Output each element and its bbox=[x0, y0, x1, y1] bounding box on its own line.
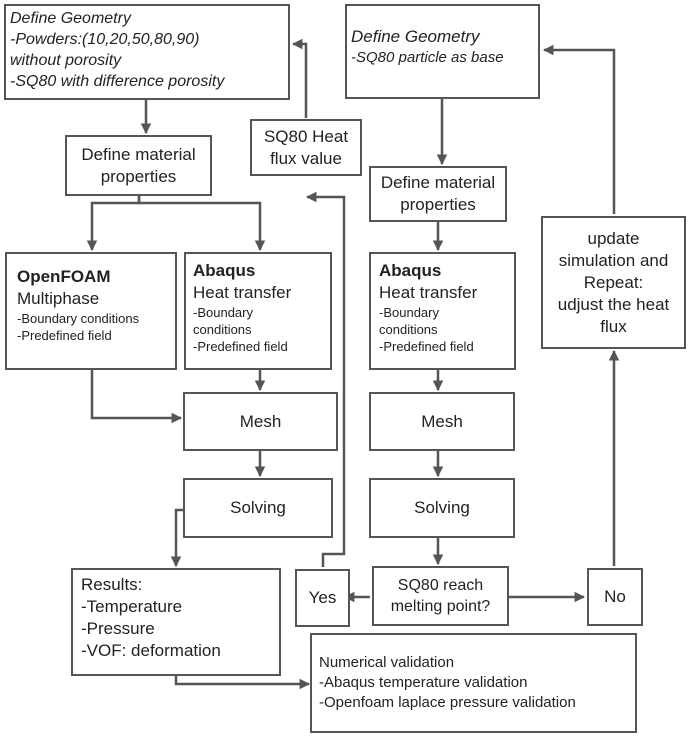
abaqus-left-box: Abaqus Heat transfer -Boundary condition… bbox=[184, 252, 332, 370]
decision-line1: SQ80 reach bbox=[397, 577, 484, 594]
no-label: No bbox=[604, 587, 626, 606]
arrow-material-to-abaqus-left bbox=[137, 196, 266, 252]
solving-left-box: Solving bbox=[183, 478, 333, 538]
abaqus-right-box: Abaqus Heat transfer -Boundary condition… bbox=[369, 252, 516, 370]
openfoam-title: OpenFOAM bbox=[17, 267, 111, 286]
no-box: No bbox=[587, 568, 643, 626]
arrow-openfoam-to-mesh-left bbox=[90, 370, 183, 424]
update-line2: simulation and bbox=[558, 250, 669, 270]
right-material-box: Define material properties bbox=[369, 166, 507, 222]
mesh-left-label: Mesh bbox=[239, 411, 282, 431]
validation-title: Numerical validation bbox=[319, 654, 455, 671]
update-line1: update bbox=[587, 228, 640, 248]
abaqus-left-subtitle: Heat transfer bbox=[193, 283, 292, 302]
right-material-line1: Define material bbox=[380, 173, 496, 192]
validation-line1: -Abaqus temperature validation bbox=[319, 674, 528, 691]
openfoam-subtitle: Multiphase bbox=[17, 289, 100, 308]
heat-flux-box: SQ80 Heat flux value bbox=[250, 119, 362, 176]
openfoam-box: OpenFOAM Multiphase -Boundary conditions… bbox=[5, 252, 177, 370]
solving-right-label: Solving bbox=[414, 498, 470, 517]
abaqus-right-line3: -Predefined field bbox=[379, 339, 474, 354]
left-material-line1: Define material bbox=[81, 144, 196, 164]
left-geometry-line2: without porosity bbox=[10, 52, 122, 69]
results-title: Results: bbox=[81, 575, 143, 594]
left-geometry-title: Define Geometry bbox=[10, 10, 131, 27]
left-geometry-line3: -SQ80 with difference porosity bbox=[10, 73, 225, 90]
update-line4: udjust the heat bbox=[557, 294, 670, 314]
arrow-solving-left-to-results bbox=[170, 508, 184, 568]
update-simulation-box: update simulation and Repeat: udjust the… bbox=[541, 216, 686, 349]
arrow-update-to-right-geometry bbox=[542, 44, 616, 214]
arrow-material-to-openfoam bbox=[86, 196, 141, 252]
right-geometry-title: Define Geometry bbox=[351, 27, 480, 46]
yes-box: Yes bbox=[295, 569, 350, 627]
solving-left-label: Solving bbox=[230, 498, 286, 517]
decision-box: SQ80 reach melting point? bbox=[372, 566, 509, 626]
left-material-box: Define material properties bbox=[65, 135, 212, 196]
left-geometry-line1: -Powders:(10,20,50,80,90) bbox=[10, 31, 200, 48]
abaqus-right-subtitle: Heat transfer bbox=[379, 283, 478, 302]
abaqus-right-line1: -Boundary bbox=[379, 305, 439, 320]
solving-right-box: Solving bbox=[369, 478, 515, 538]
yes-label: Yes bbox=[308, 588, 337, 607]
arrow-heat-flux-to-left-geometry bbox=[291, 38, 308, 118]
abaqus-left-line2: conditions bbox=[193, 322, 252, 337]
openfoam-line1: -Boundary conditions bbox=[17, 311, 140, 326]
openfoam-line2: -Predefined field bbox=[17, 328, 112, 343]
heat-flux-line1: SQ80 Heat bbox=[263, 126, 349, 146]
validation-box: Numerical validation -Abaqus temperature… bbox=[310, 633, 637, 733]
results-line2: -Pressure bbox=[81, 619, 155, 638]
validation-line2: -Openfoam laplace pressure validation bbox=[319, 694, 576, 711]
abaqus-left-line3: -Predefined field bbox=[193, 339, 288, 354]
heat-flux-line2: flux value bbox=[270, 148, 342, 168]
arrow-results-to-validation bbox=[174, 676, 311, 690]
results-line3: -VOF: deformation bbox=[81, 641, 221, 660]
mesh-left-box: Mesh bbox=[183, 392, 338, 451]
left-define-geometry-box: Define Geometry -Powders:(10,20,50,80,90… bbox=[4, 4, 290, 100]
decision-line2: melting point? bbox=[390, 598, 491, 615]
results-line1: -Temperature bbox=[81, 597, 183, 616]
abaqus-left-title: Abaqus bbox=[193, 261, 256, 280]
abaqus-right-line2: conditions bbox=[379, 322, 438, 337]
abaqus-right-title: Abaqus bbox=[379, 261, 442, 280]
update-line3: Repeat: bbox=[583, 272, 644, 292]
mesh-right-label: Mesh bbox=[421, 411, 463, 431]
right-geometry-line1: -SQ80 particle as base bbox=[351, 49, 504, 66]
arrow-yes-to-heat-flux bbox=[305, 191, 346, 567]
results-box: Results: -Temperature -Pressure -VOF: de… bbox=[71, 568, 281, 676]
right-define-geometry-box: Define Geometry -SQ80 particle as base bbox=[345, 4, 540, 99]
update-line5: flux bbox=[600, 316, 627, 336]
right-material-line2: properties bbox=[400, 195, 476, 214]
left-material-line2: properties bbox=[100, 166, 177, 186]
abaqus-left-line1: -Boundary bbox=[193, 305, 253, 320]
mesh-right-box: Mesh bbox=[369, 392, 515, 451]
